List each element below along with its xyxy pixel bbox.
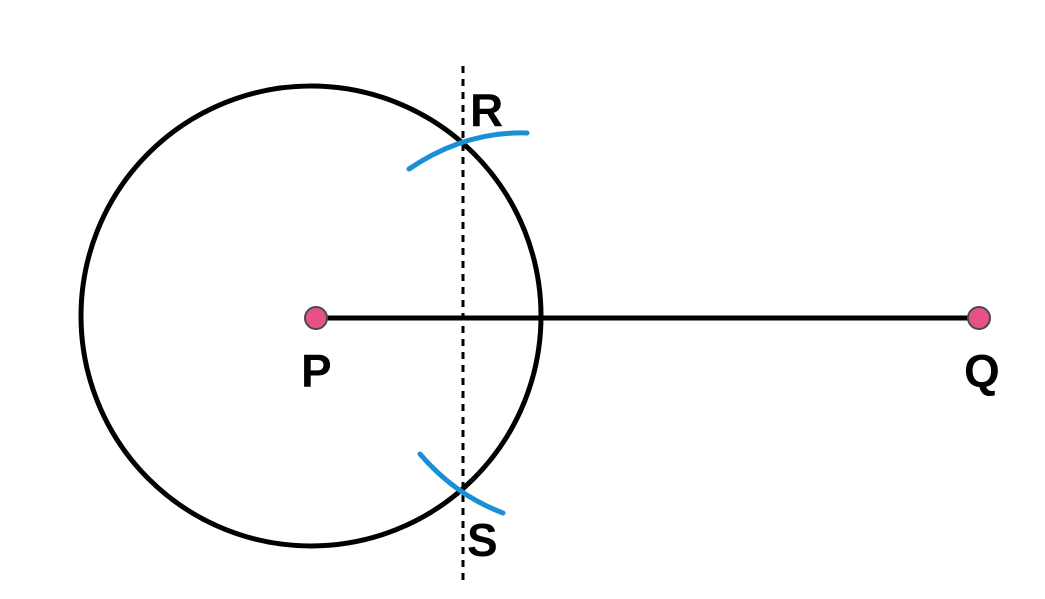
arc-at-s [417,451,506,516]
label-p: P [301,345,332,397]
point-q [967,306,991,330]
point-p [304,306,328,330]
label-q: Q [964,345,1000,397]
label-r: R [470,84,503,136]
label-s: S [467,514,498,566]
arc-at-r [406,130,530,172]
